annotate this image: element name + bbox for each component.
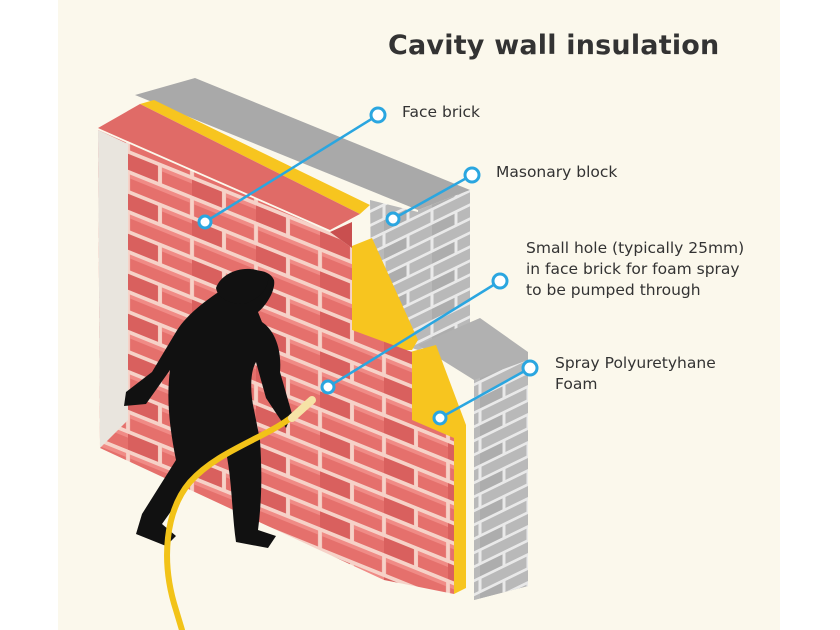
- foam-top-strip: [140, 100, 370, 214]
- label-small-hole-line-3: to be pumped through: [526, 281, 701, 299]
- marker-masonry-label: [463, 166, 481, 184]
- marker-face-brick-point: [197, 214, 213, 230]
- label-spray-foam-line-1: Spray Polyuretyhane: [555, 354, 716, 372]
- marker-foam-label: [521, 359, 539, 377]
- callouts: [204, 113, 531, 420]
- masonry-block-leaf: [135, 78, 528, 600]
- label-face-brick: Face brick: [402, 103, 480, 121]
- callout-line-foam: [439, 366, 531, 420]
- marker-face-brick-label: [369, 106, 387, 124]
- foam-upper-cut: [352, 238, 418, 350]
- label-spray-foam-line-2: Foam: [555, 375, 598, 393]
- callout-line-face-brick: [204, 113, 379, 224]
- foam-lower-cut: [410, 345, 466, 594]
- wall-end-plaster: [98, 130, 128, 448]
- brick-edge: [330, 222, 352, 248]
- marker-hole-point: [320, 379, 336, 395]
- spray-nozzle: [288, 396, 316, 422]
- marker-masonry-point: [385, 211, 401, 227]
- marker-foam-point: [432, 410, 448, 426]
- label-small-hole-line-2: in face brick for foam spray: [526, 260, 740, 278]
- spray-hose: [164, 396, 316, 630]
- marker-hole-label: [491, 272, 509, 290]
- label-spray-foam: Spray Polyuretyhane Foam: [555, 353, 716, 395]
- brick-top-face: [98, 104, 360, 230]
- callout-line-hole: [327, 279, 501, 389]
- block-side-upper: [418, 190, 470, 350]
- callout-markers: [197, 106, 539, 426]
- worker-head: [216, 268, 269, 304]
- callout-line-masonry: [392, 173, 473, 221]
- worker-silhouette: [124, 268, 292, 548]
- block-side-lower: [474, 360, 528, 600]
- worker-body: [124, 270, 292, 548]
- foam-insulation-layer: [140, 100, 466, 594]
- label-masonry-block: Masonary block: [496, 163, 618, 181]
- label-small-hole: Small hole (typically 25mm) in face bric…: [526, 238, 744, 301]
- label-small-hole-line-1: Small hole (typically 25mm): [526, 239, 745, 257]
- diagram-title: Cavity wall insulation: [388, 30, 720, 61]
- block-top-face: [135, 78, 470, 210]
- hose-line: [164, 407, 303, 630]
